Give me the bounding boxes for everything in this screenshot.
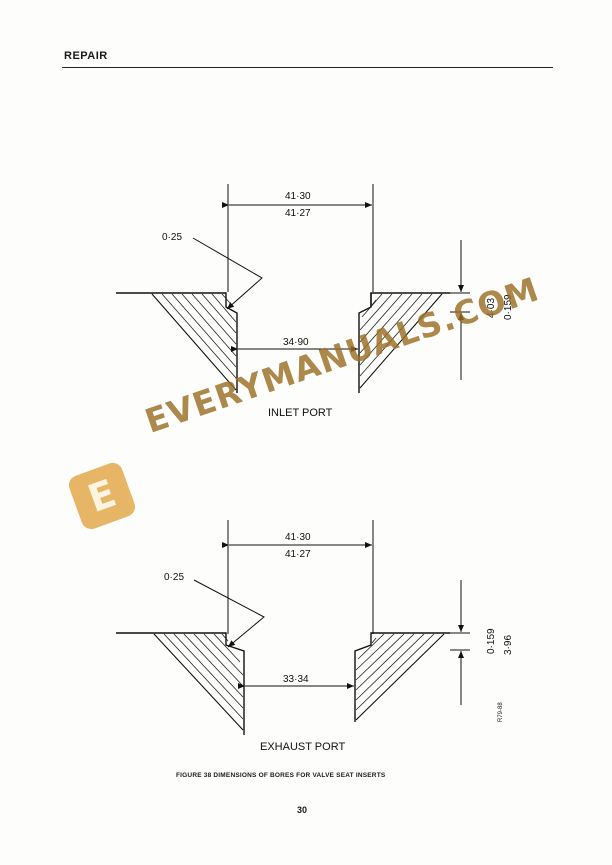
exhaust-depth-dim: 3·96 [503,635,514,655]
inlet-port-title: INLET PORT [268,407,333,419]
inlet-port-drawing: 41·30 41·27 [116,184,514,419]
inlet-bore-dim: 34·90 [283,337,309,348]
exhaust-port-drawing: 41·30 41·27 [116,520,514,753]
exhaust-top-dim-lower: 41·27 [285,549,311,560]
figure-caption: FIGURE 38 DIMENSIONS OF BORES FOR VALVE … [176,772,386,779]
inlet-chamfer-dim: 0·159 [503,294,514,320]
section-header: REPAIR [64,50,108,62]
exhaust-bore-dim: 33·34 [283,674,309,685]
drawing-reference-code: R79-88 [498,702,504,722]
exhaust-top-dim-upper: 41·30 [285,532,311,543]
page-number: 30 [297,805,308,815]
header-rule [62,67,553,68]
inlet-top-dim-lower: 41·27 [285,208,311,219]
exhaust-radius-dim: 0·25 [164,572,184,583]
exhaust-port-title: EXHAUST PORT [260,741,345,753]
inlet-depth-dim: 4·03 [486,298,497,318]
inlet-top-dim-upper: 41·30 [285,191,311,202]
exhaust-chamfer-dim: 0·159 [486,628,497,654]
inlet-radius-dim: 0·25 [162,232,182,243]
